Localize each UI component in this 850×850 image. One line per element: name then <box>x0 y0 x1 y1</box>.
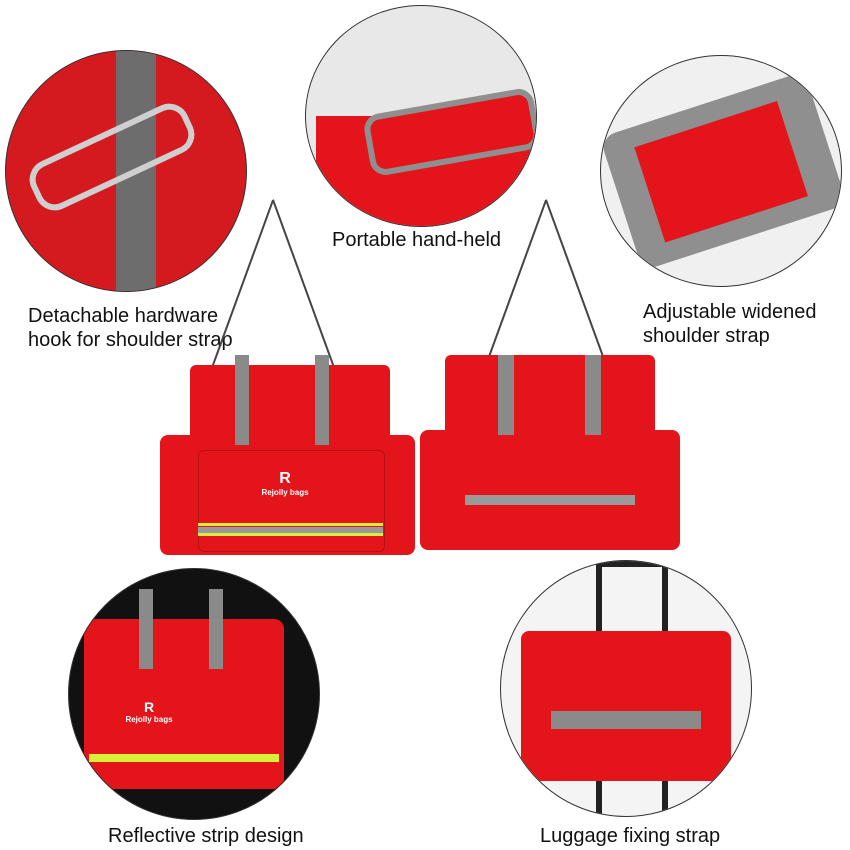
label-luggage: Luggage fixing strap <box>540 825 721 847</box>
label-shoulder: Adjustable widened shoulder strap <box>643 301 817 347</box>
brand-logo-small: R Rejolly bags <box>125 699 173 724</box>
reflective-strip <box>198 527 383 533</box>
label-hook: Detachable hardware hook for shoulder st… <box>28 305 233 351</box>
detail-handle-image <box>305 5 537 227</box>
detail-shoulder-strap-image <box>600 55 842 287</box>
logo-icon: R <box>279 470 291 487</box>
detail-hook-image <box>5 50 247 292</box>
bag-front-view: R Rejolly bags <box>160 195 415 560</box>
zipper-band <box>116 51 156 291</box>
luggage-fixing-strap <box>551 711 701 729</box>
detail-luggage-image <box>500 560 752 817</box>
brand-logo: R Rejolly bags <box>250 470 320 497</box>
label-reflective: Reflective strip design <box>108 825 304 847</box>
detail-reflective-image: R Rejolly bags <box>68 568 320 820</box>
bag-back-view <box>420 195 680 560</box>
label-handle: Portable hand-held <box>332 229 502 251</box>
